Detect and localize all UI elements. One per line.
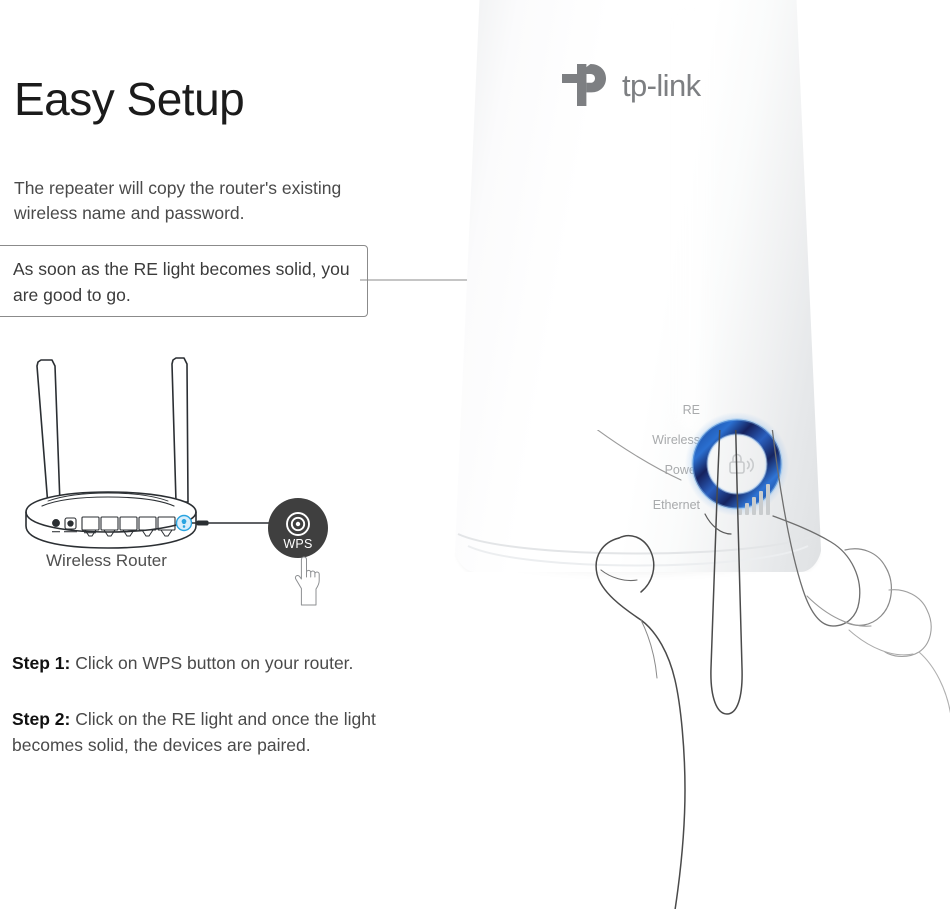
intro-paragraph: The repeater will copy the router's exis… [14,178,342,223]
range-extender-device: tp-link RE Wireless Power Ethernet [420,0,850,594]
tp-link-wordmark: tp-link [622,68,701,103]
device-highlight [670,2,714,432]
page-title: Easy Setup [14,73,245,125]
pointing-hand-icon [294,556,320,606]
led-label-re: RE [682,403,700,417]
step-1-text: Click on WPS button on your router. [70,653,354,673]
callout-box: As soon as the RE light becomes solid, y… [0,245,368,317]
router-caption: Wireless Router [46,551,167,570]
step-2-text: Click on the RE light and once the light… [12,709,376,755]
step-1: Step 1: Click on WPS button on your rout… [12,650,412,676]
tp-link-logo-icon [562,64,606,106]
step-2-label: Step 2: [12,709,71,729]
tp-link-logo: tp-link [560,62,720,112]
signal-bars-icon [738,484,770,515]
step-2: Step 2: Click on the RE light and once t… [12,706,412,758]
callout-text: As soon as the RE light becomes solid, y… [13,259,350,305]
wireless-router-illustration [25,357,270,549]
led-label-ethernet: Ethernet [652,498,700,512]
step-1-label: Step 1: [12,653,71,673]
wps-badge-label: WPS [283,537,313,551]
wps-badge[interactable]: WPS [268,498,328,558]
wps-concentric-icon [286,512,310,536]
